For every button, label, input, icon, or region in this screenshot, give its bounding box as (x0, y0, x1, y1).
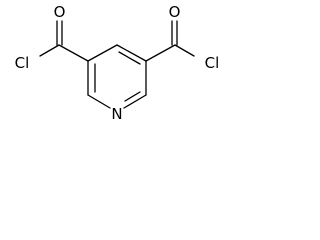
bond-n-c5 (87, 94, 111, 109)
atom-label-cl-right: Cl (205, 54, 220, 72)
atom-label-cl-left: Cl (15, 54, 30, 72)
bond-carbonyl-cl-right (174, 44, 195, 57)
bond-c6-c1 (87, 44, 118, 62)
right-acyl-chloride-bonds (145, 20, 195, 62)
bond-carbonyl-cl-left (39, 44, 60, 57)
atom-label-n: N (111, 105, 122, 123)
bond-c6-carbonyl-left (58, 44, 89, 62)
left-acyl-chloride-bonds (39, 20, 89, 62)
bond-c3-n (123, 94, 147, 109)
bond-inner-c1-c2 (118, 51, 141, 65)
atom-label-o-right: O (169, 3, 181, 21)
ring-bonds (87, 44, 147, 109)
pyridine-dicarbonyl-dichloride-structure: O O Cl Cl N (15, 3, 220, 123)
bond-c2-carbonyl-right (145, 44, 176, 62)
bond-inner-c3-n (124, 91, 141, 102)
structure-canvas: O O Cl Cl N (0, 0, 234, 138)
atom-label-o-left: O (54, 3, 66, 21)
atom-labels: O O Cl Cl N (15, 3, 220, 123)
bond-c1-c2 (116, 44, 147, 62)
